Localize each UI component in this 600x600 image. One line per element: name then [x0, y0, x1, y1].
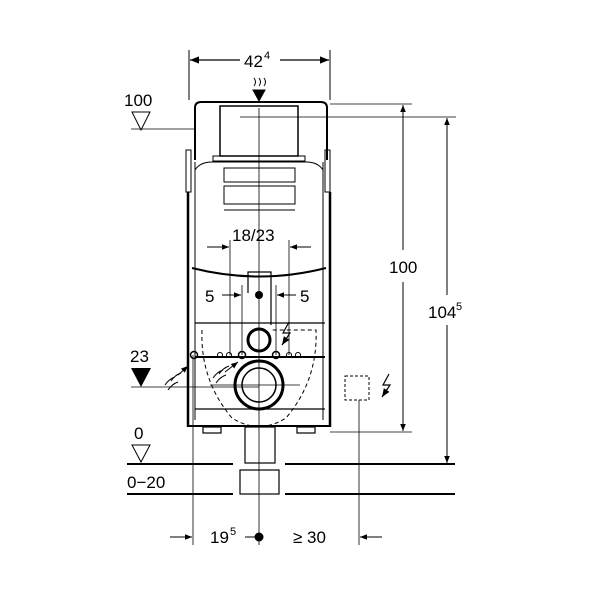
flush-spacing-label: 18/23	[232, 226, 275, 245]
flush-spacing-dimension: 18/23	[207, 226, 311, 250]
offset-dimensions: 5 5	[205, 287, 309, 306]
level-100-label: 100	[124, 91, 152, 110]
height-100-label: 100	[389, 258, 417, 277]
level-0-label: 0	[134, 424, 143, 443]
bottom-left-label: 19	[210, 528, 229, 547]
height-100-dimension	[330, 103, 412, 433]
total-height-label: 104	[428, 303, 456, 322]
level-100-marker: 100	[124, 91, 195, 132]
left-offset-label: 5	[205, 287, 214, 306]
top-width-label: 42	[244, 52, 263, 71]
level-23-label: 23	[130, 347, 149, 366]
top-width-sup: 4	[264, 50, 270, 62]
electric-icon	[281, 321, 392, 398]
right-offset-label: 5	[300, 287, 309, 306]
total-height-dimension	[400, 116, 456, 463]
top-width-dimension: 42 4	[188, 50, 331, 100]
water-inlet-icon	[164, 77, 266, 391]
floor-range-label: 0−20	[127, 473, 165, 492]
total-height-sup: 5	[456, 301, 462, 313]
level-23-marker: 23	[130, 347, 259, 388]
bottom-right-label: ≥ 30	[293, 528, 326, 547]
bottom-dimensions	[170, 532, 382, 542]
bottom-left-sup: 5	[230, 526, 236, 538]
floor-lines	[127, 463, 455, 495]
level-0-marker: 0	[131, 424, 151, 464]
